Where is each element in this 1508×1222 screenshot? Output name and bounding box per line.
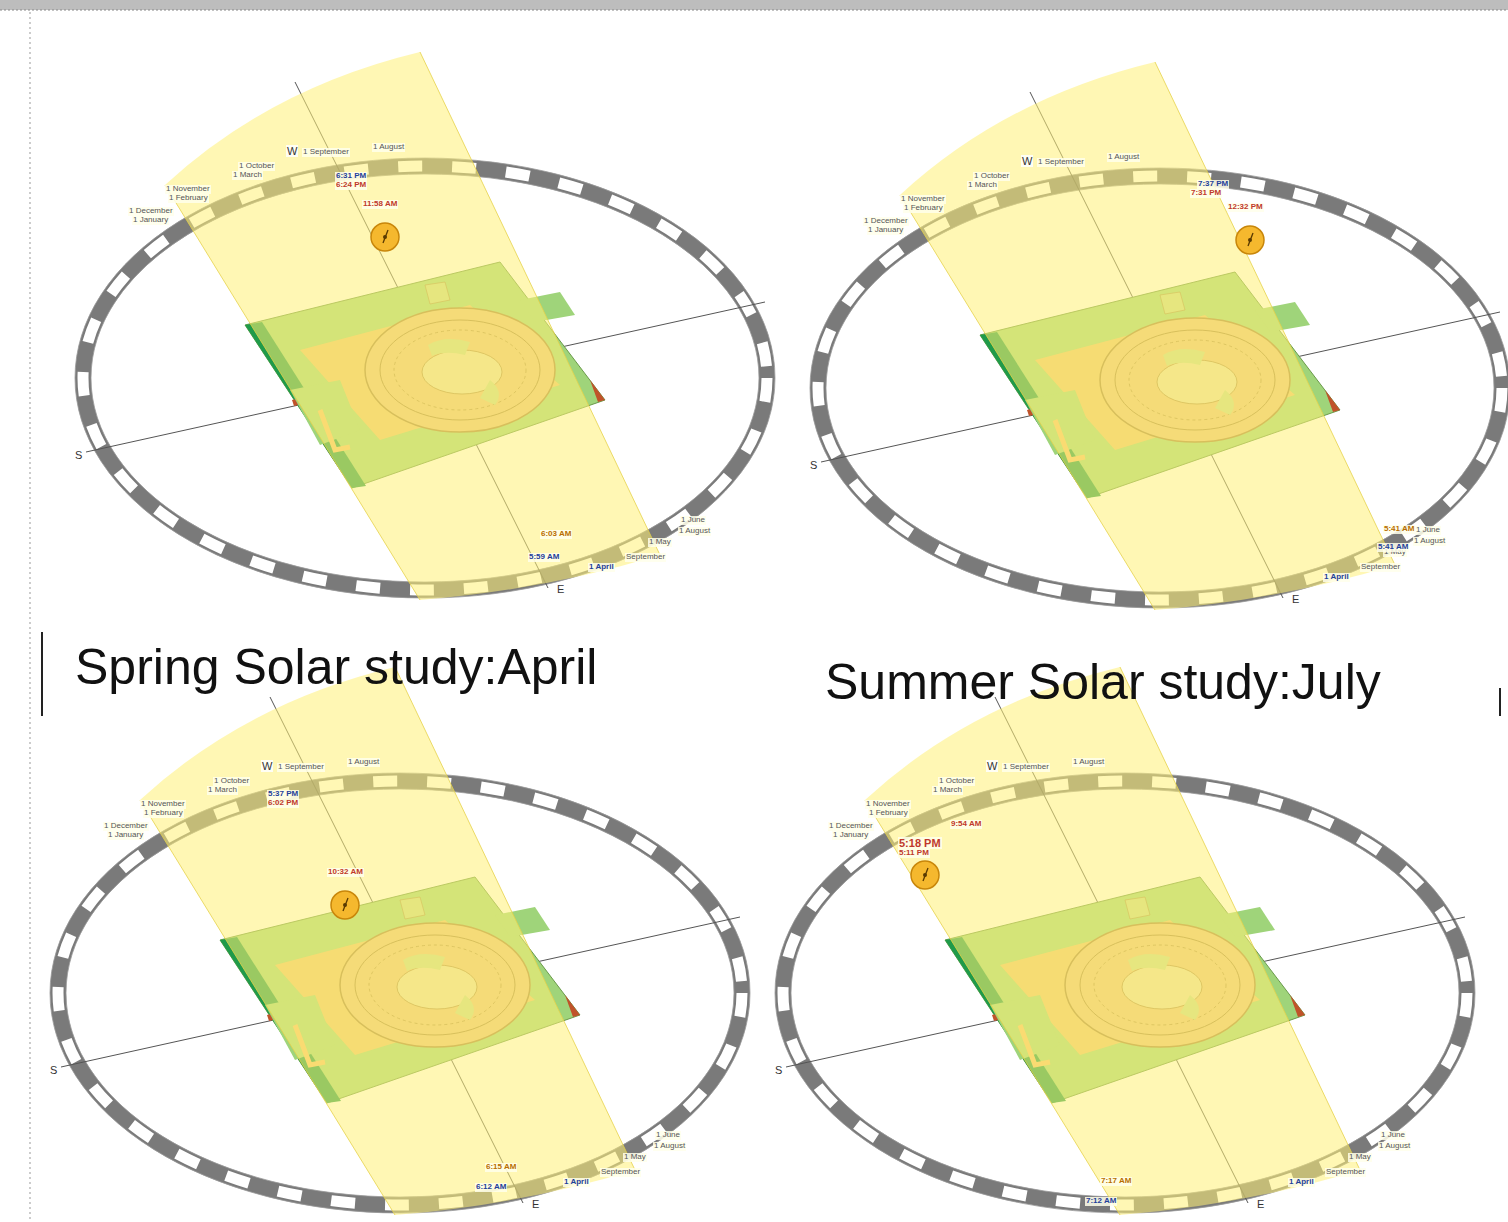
date-label: 1 December <box>103 822 149 831</box>
date-label: 1 August <box>1378 1142 1411 1151</box>
date-label: September <box>600 1168 641 1177</box>
compass-label: S <box>774 1064 783 1076</box>
date-label: 1 November <box>865 800 911 809</box>
date-label: 1 October <box>238 162 275 171</box>
time-label: 7:37 PM <box>1197 180 1229 189</box>
date-label: 1 April <box>1288 1178 1315 1187</box>
date-label: 1 August <box>347 758 380 767</box>
date-label: 1 June <box>680 516 706 525</box>
date-label: 1 March <box>932 786 963 795</box>
compass-label: W <box>1021 155 1033 167</box>
time-label: 6:15 AM <box>485 1163 517 1172</box>
compass-label: E <box>1291 593 1300 605</box>
compass-label: W <box>261 760 273 772</box>
time-label: 6:31 PM <box>335 172 367 181</box>
date-label: 1 November <box>140 800 186 809</box>
date-label: 1 September <box>1002 763 1050 772</box>
date-label: 1 August <box>653 1142 686 1151</box>
compass-label: S <box>74 449 83 461</box>
time-label: 5:18 PM <box>898 837 942 849</box>
time-label: 5:59 AM <box>528 553 560 562</box>
time-label: 9:54 AM <box>950 820 982 829</box>
time-label: 6:24 PM <box>335 181 367 190</box>
date-label: 1 January <box>832 831 869 840</box>
time-label: 6:12 AM <box>475 1183 507 1192</box>
date-label: 1 April <box>588 563 615 572</box>
date-label: 1 November <box>900 195 946 204</box>
time-label: 5:41 AM <box>1383 525 1415 534</box>
date-label: 1 August <box>1413 537 1446 546</box>
date-label: 1 September <box>277 763 325 772</box>
time-label: 11:58 AM <box>362 200 398 209</box>
time-label: 7:17 AM <box>1100 1177 1132 1186</box>
date-label: 1 January <box>867 226 904 235</box>
date-label: September <box>1360 563 1401 572</box>
time-label: 7:31 PM <box>1190 189 1222 198</box>
date-label: 1 June <box>655 1131 681 1140</box>
date-label: 1 May <box>1348 1153 1372 1162</box>
date-label: 1 October <box>213 777 250 786</box>
time-label: 12:32 PM <box>1227 203 1264 212</box>
date-label: 1 November <box>165 185 211 194</box>
time-label: 6:03 AM <box>540 530 572 539</box>
date-label: 1 October <box>973 172 1010 181</box>
time-label: 7:12 AM <box>1085 1197 1117 1206</box>
time-label: 5:41 AM <box>1377 543 1409 552</box>
panel-heading: Spring Solar study:April <box>75 640 597 695</box>
date-label: 1 May <box>623 1153 647 1162</box>
date-label: 1 August <box>372 143 405 152</box>
compass-label: W <box>286 145 298 157</box>
date-label: 1 February <box>903 204 944 213</box>
date-label: 1 September <box>302 148 350 157</box>
date-label: September <box>1325 1168 1366 1177</box>
date-label: 1 April <box>563 1178 590 1187</box>
time-label: 5:11 PM <box>898 849 930 858</box>
date-label: 1 June <box>1415 526 1441 535</box>
date-label: 1 September <box>1037 158 1085 167</box>
date-label: 1 December <box>128 207 174 216</box>
compass-label: W <box>986 760 998 772</box>
date-label: 1 May <box>648 538 672 547</box>
date-label: 1 March <box>232 171 263 180</box>
date-label: September <box>625 553 666 562</box>
date-label: 1 March <box>967 181 998 190</box>
date-label: 1 January <box>107 831 144 840</box>
date-label: 1 June <box>1380 1131 1406 1140</box>
date-label: 1 October <box>938 777 975 786</box>
date-label: 1 February <box>868 809 909 818</box>
date-label: 1 April <box>1323 573 1350 582</box>
compass-label: S <box>49 1064 58 1076</box>
time-label: 6:02 PM <box>267 799 299 808</box>
date-label: 1 March <box>207 786 238 795</box>
date-label: 1 August <box>1107 153 1140 162</box>
date-label: 1 December <box>828 822 874 831</box>
date-label: 1 August <box>1072 758 1105 767</box>
compass-label: E <box>1256 1198 1265 1210</box>
time-label: 5:37 PM <box>267 790 299 799</box>
date-label: 1 February <box>143 809 184 818</box>
time-label: 10:32 AM <box>327 868 364 877</box>
compass-label: S <box>809 459 818 471</box>
date-label: 1 December <box>863 217 909 226</box>
compass-label: E <box>531 1198 540 1210</box>
date-label: 1 February <box>168 194 209 203</box>
date-label: 1 August <box>678 527 711 536</box>
date-label: 1 January <box>132 216 169 225</box>
compass-label: E <box>556 583 565 595</box>
panel-heading: Summer Solar study:July <box>825 655 1381 710</box>
